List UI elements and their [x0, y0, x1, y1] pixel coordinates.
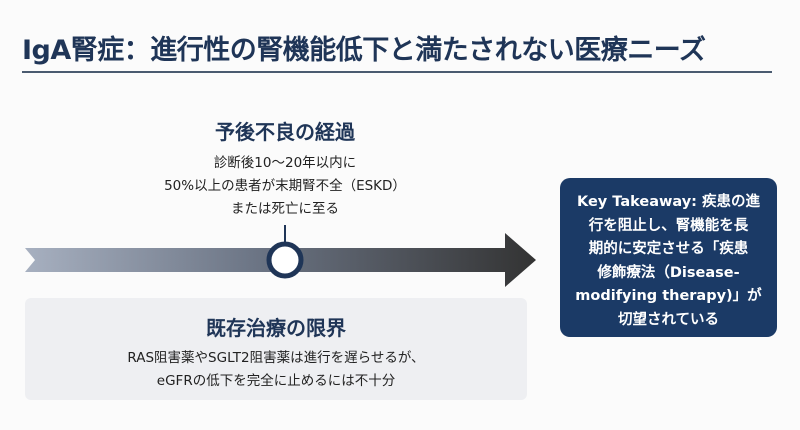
limitations-heading: 既存治療の限界 [206, 316, 346, 340]
prognosis-line: または死亡に至る [231, 201, 339, 217]
takeaway-line: 切望されている [617, 311, 720, 328]
prognosis-line: 診断後10〜20年以内に [213, 155, 357, 171]
prognosis-text: 診断後10〜20年以内に 50%以上の患者が末期腎不全（ESKD） または死亡に… [130, 152, 440, 221]
timeline-marker [266, 241, 304, 279]
progression-timeline-arrow [25, 225, 536, 287]
key-takeaway-box: Key Takeaway: 疾患の進 行を阻止し、腎機能を長 期的に安定させる「… [560, 178, 777, 337]
prognosis-line: 50%以上の患者が末期腎不全（ESKD） [164, 178, 406, 194]
slide-title: IgA腎症：進行性の腎機能低下と満たされない医療ニーズ [22, 35, 706, 66]
title-divider [22, 71, 772, 73]
takeaway-line: 期的に安定させる「疾患 [588, 241, 749, 257]
limitations-line: RAS阻害薬やSGLT2阻害薬は進行を遅らせるが、 [127, 350, 425, 366]
limitations-panel: 既存治療の限界 RAS阻害薬やSGLT2阻害薬は進行を遅らせるが、 eGFRの低… [25, 298, 527, 400]
limitations-line: eGFRの低下を完全に止めるには不十分 [156, 373, 396, 389]
takeaway-line: 行を阻止し、腎機能を長 [588, 217, 749, 234]
takeaway-line: 修飾療法（Disease- [597, 264, 740, 281]
takeaway-line: modifying therapy)」が [575, 288, 762, 304]
takeaway-line: Key Takeaway: 疾患の進 [576, 194, 761, 210]
prognosis-heading: 予後不良の経過 [215, 120, 355, 144]
limitations-text: RAS阻害薬やSGLT2阻害薬は進行を遅らせるが、 eGFRの低下を完全に止める… [25, 347, 527, 393]
